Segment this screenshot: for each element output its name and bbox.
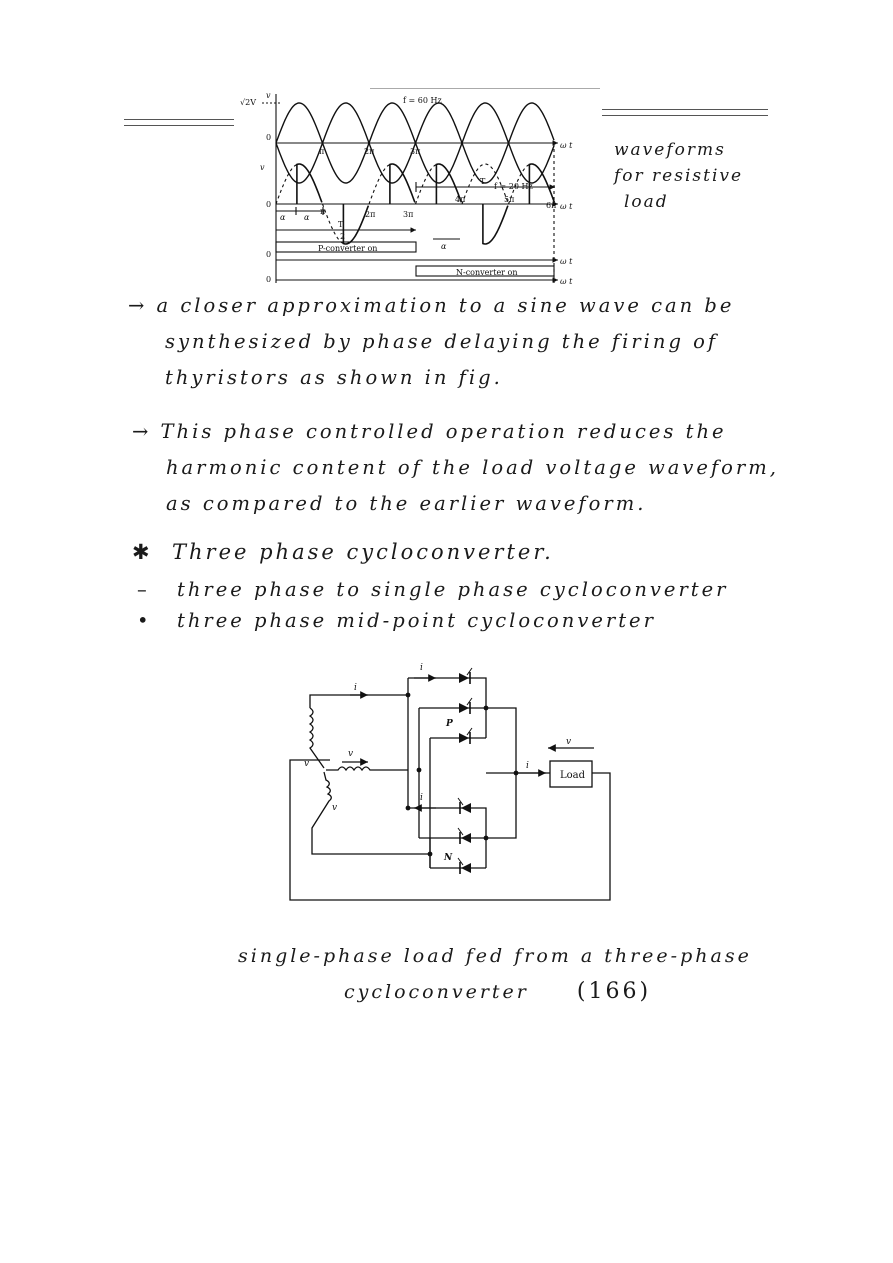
label-iap: i [420,663,423,673]
junction-6 [513,770,519,776]
dash-icon: – [137,578,150,601]
paragraph-harmonic: → This phase controlled operation reduce… [132,414,779,522]
junction-3 [427,851,433,857]
label-ia: i [354,683,357,693]
label-t0-2: T [338,220,344,229]
rule-top [370,88,600,89]
thyristor-n1-icon [457,797,472,815]
bullet-icon: • [137,609,152,632]
phase-a-coil [308,707,325,769]
side-note-line-3: load [624,192,669,212]
label-zero-1: 0 [266,133,271,142]
paragraph-2-line-3: as compared to the earlier waveform. [166,492,647,515]
output-waveform [296,163,556,245]
label-3pi-2: 3π [403,210,413,219]
junction-1 [405,692,411,698]
section-item-2-text: three phase mid-point cycloconverter [177,609,656,632]
label-pi-1: π [319,147,324,156]
caption-line-2-text: cycloconverter [344,981,529,1003]
side-note-line-2: for resistive [614,166,744,186]
phase-c-coil [311,771,430,855]
label-wt-3: ω t [560,257,573,266]
heading-asterisk-icon: ✱ [132,540,153,564]
paragraph-1-line-3: thyristors as shown in fig. [165,366,503,389]
label-alpha-p-2: α [304,213,310,222]
label-va: v [304,759,309,769]
label-ian: i [420,793,423,803]
rule-left-2 [124,125,234,126]
load-box [549,760,593,788]
label-zero-4: 0 [266,275,271,284]
page-number: (166) [576,979,652,1004]
label-4pi: 4π [455,195,465,204]
label-p: P [445,719,453,729]
junction-7 [405,805,411,811]
p-converter-bar [275,241,417,253]
waveform-figure: √2V v f = 60 Hz 0 π 2π 3π ω t v T f = 20… [240,91,573,286]
thyristor-n2-icon [457,827,472,845]
label-zero-3: 0 [266,250,271,259]
label-wt-4: ω t [560,277,573,286]
label-t0: T [480,177,486,186]
label-peak: √2V [240,98,256,107]
label-wt-2: ω t [560,202,573,211]
paragraph-approximation: → a closer approximation to a sine wave … [128,288,734,396]
rule-right-2 [602,115,768,116]
side-note: waveforms for resistive load [614,137,743,215]
rule-right [602,109,768,110]
label-wt-1: ω t [560,141,573,150]
load-label: Load [560,770,586,781]
junction-2 [416,767,422,773]
paragraph-1-line-2: synthesized by phase delaying the firing… [165,330,719,353]
label-alpha-p-1: α [280,213,286,222]
label-p-converter: P-converter on [318,244,377,253]
section-item-1-text: three phase to single phase cycloconvert… [177,578,729,601]
label-vo: v [260,163,265,172]
caption-line-1: single-phase load fed from a three-phase [238,945,752,967]
label-vb: v [348,749,353,759]
caption-line-2: cycloconverter (166) [238,974,752,1010]
label-half: 2 [340,232,345,241]
label-pi-2: π [320,207,325,216]
label-zero-2: 0 [266,200,271,209]
label-alpha-n: α [441,242,447,251]
rule-left [124,119,234,120]
thyristor-p2-icon [458,697,473,715]
label-vs: v [266,91,271,100]
phase-a-wire [309,694,408,708]
label-il: i [526,761,529,771]
label-2pi-1: 2π [364,147,374,156]
thyristor-p3-icon [458,727,473,745]
paragraph-1-line-1: → a closer approximation to a sine wave … [128,294,735,317]
label-2pi-2: 2π [365,210,375,219]
circuit-caption: single-phase load fed from a three-phase… [238,938,752,1010]
section-item-2: • three phase mid-point cycloconverter [137,604,656,638]
label-fo: f = 20 Hz [494,182,533,191]
label-vc: v [332,803,337,813]
label-vl: v [566,737,571,747]
n-converter-bar [415,265,555,277]
label-3pi-1: 3π [410,147,420,156]
section-item-1: – three phase to single phase cycloconver… [137,573,729,607]
section-heading: ✱ Three phase cycloconverter. [132,540,554,564]
paragraph-2-line-1: → This phase controlled operation reduce… [132,420,727,443]
label-n-converter: N-converter on [456,268,518,277]
label-5pi: 5π [504,195,514,204]
label-n: N [443,853,453,863]
label-6pi: 6π [546,201,556,210]
return-wire [289,759,611,901]
cycloconverter-circuit: i i i v v v i v P N Load [289,663,611,901]
junction-4 [483,705,489,711]
section-heading-text: Three phase cycloconverter. [172,540,554,564]
label-fs: f = 60 Hz [403,96,442,105]
side-note-line-1: waveforms [614,140,726,160]
thyristor-n3-icon [457,857,472,875]
thyristor-p1-icon [458,667,473,685]
junction-5 [483,835,489,841]
phase-b-coil [326,766,408,772]
paragraph-2-line-2: harmonic content of the load voltage wav… [166,456,779,479]
